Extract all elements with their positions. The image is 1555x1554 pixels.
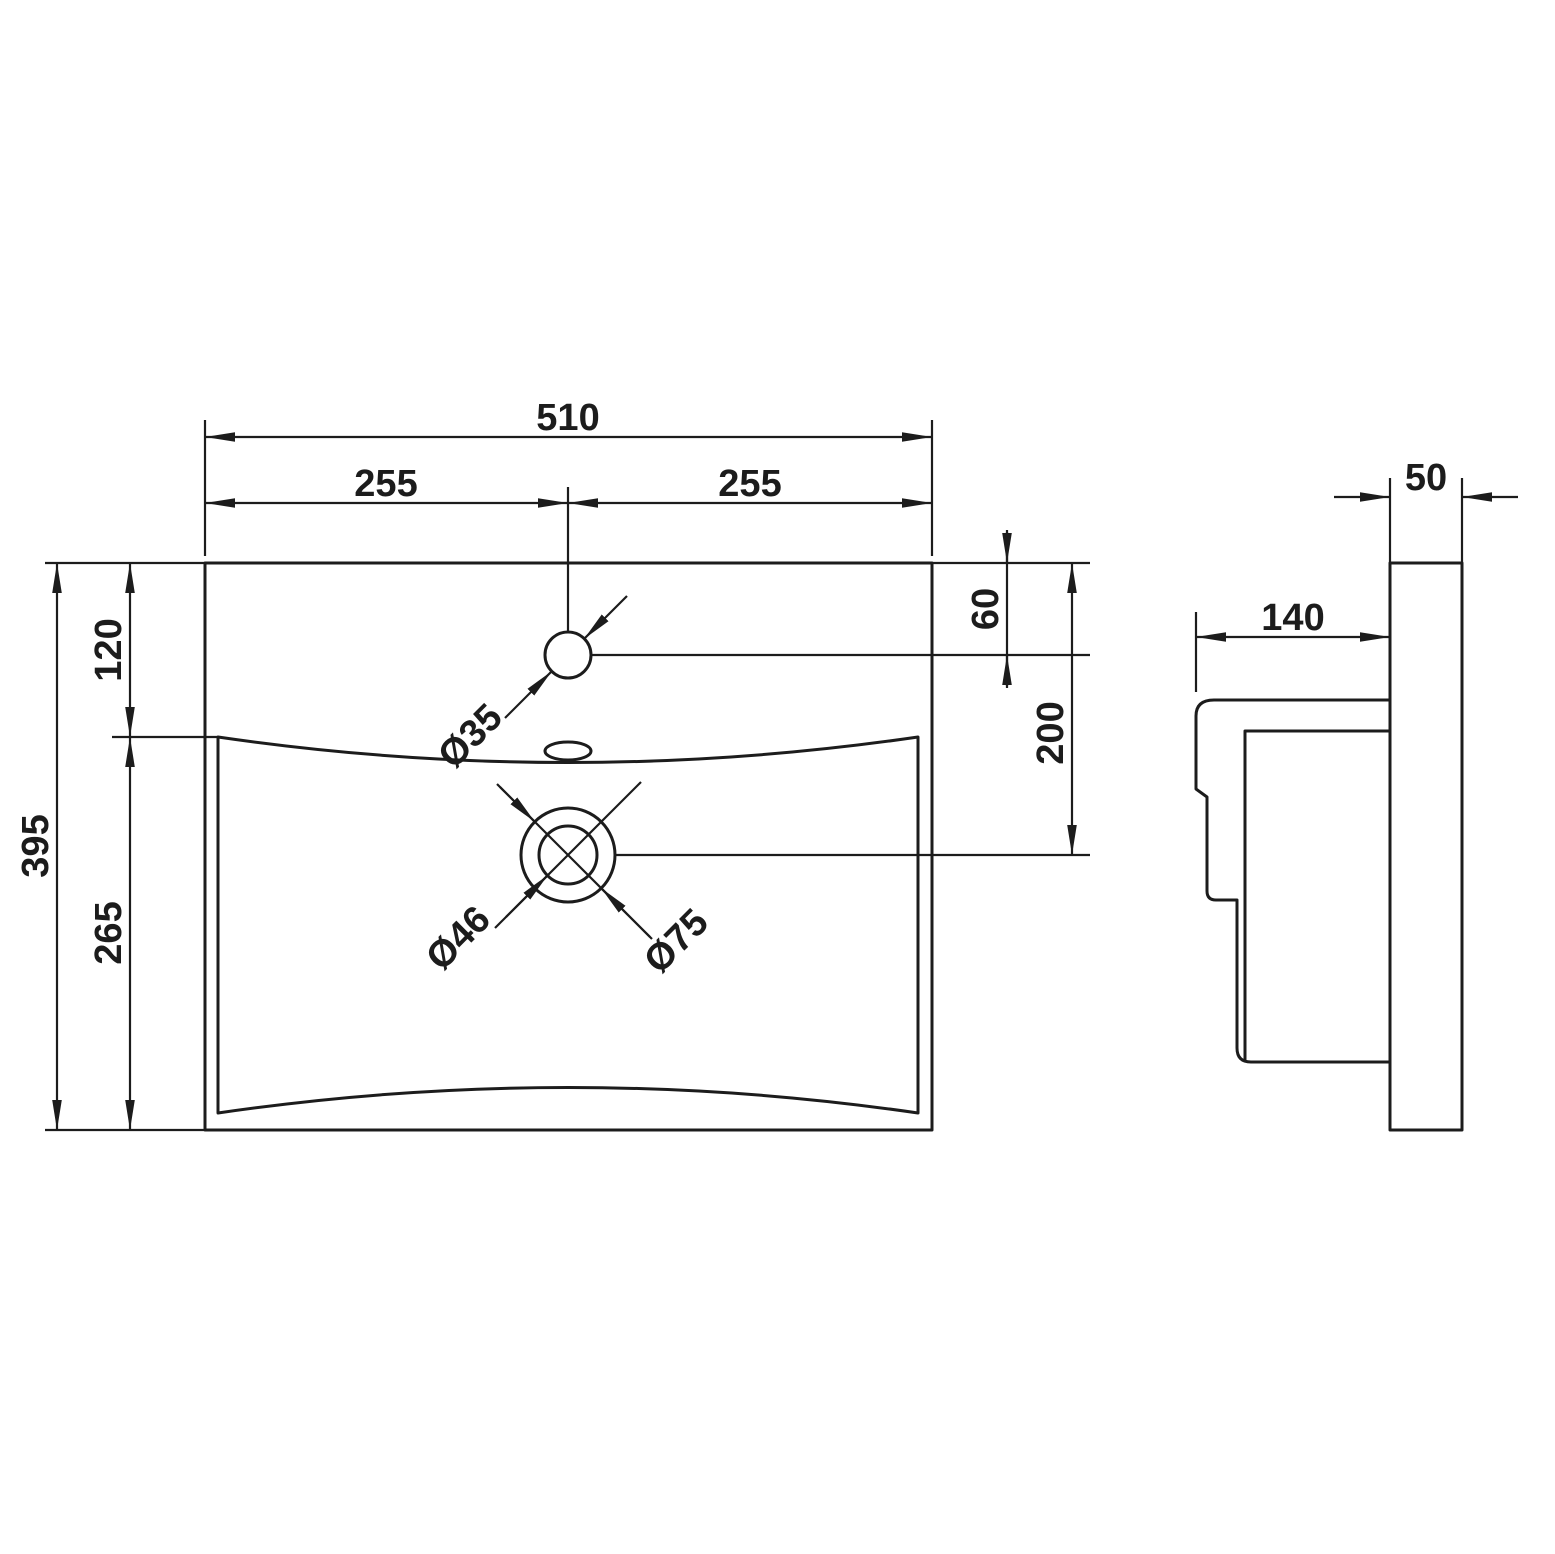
- basin-profile-outer: [1194, 698, 1390, 1064]
- dim-label-panel-thickness: 50: [1405, 457, 1447, 499]
- dimension-offsets-right: 60 200: [591, 530, 1090, 857]
- dimension-basin-projection: 140: [1194, 597, 1390, 692]
- dim-label-waste-offset: 200: [1030, 701, 1072, 764]
- waste-outer-diameter-arrow-se: [600, 887, 651, 938]
- dim-label-waste-inner-diameter: Ø46: [418, 898, 498, 978]
- dimension-overall-width: 510: [203, 397, 934, 556]
- tap-hole-arrow-ne: [583, 595, 628, 640]
- plan-view: Ø35 Ø46 Ø75 510 255 255 395 120: [15, 397, 1090, 1132]
- dim-label-waste-outer-diameter: Ø75: [636, 901, 716, 981]
- tap-hole-arrow-sw: [504, 670, 553, 719]
- dim-label-bowl-depth: 265: [88, 901, 130, 964]
- waste-outer-diameter-arrow-nw: [499, 786, 536, 823]
- dim-label-overall-width: 510: [536, 397, 599, 439]
- dim-label-overall-depth: 395: [15, 814, 57, 877]
- rear-panel-outline: [1388, 561, 1464, 1132]
- waste-hole-inner: [537, 824, 599, 886]
- dimension-depths-left: 395 120 265: [15, 561, 218, 1132]
- dimension-half-widths: 255 255: [205, 463, 932, 632]
- dim-label-tap-hole-diameter: Ø35: [430, 696, 510, 776]
- dim-label-basin-projection: 140: [1261, 597, 1324, 639]
- basin-inner-rim: [216, 735, 920, 1115]
- dimension-panel-thickness: 50: [1334, 457, 1518, 563]
- dim-label-left-half-width: 255: [354, 463, 417, 505]
- basin-profile-inner: [1243, 729, 1390, 1062]
- dim-label-right-half-width: 255: [718, 463, 781, 505]
- basin-outer-outline: [203, 561, 934, 1132]
- dim-label-tap-offset: 60: [965, 588, 1007, 630]
- dim-label-rear-ledge-depth: 120: [88, 618, 130, 681]
- side-view: 50 140: [1194, 457, 1518, 1132]
- overflow-slot: [543, 740, 593, 762]
- waste-inner-diameter-arrow-sw: [505, 874, 549, 918]
